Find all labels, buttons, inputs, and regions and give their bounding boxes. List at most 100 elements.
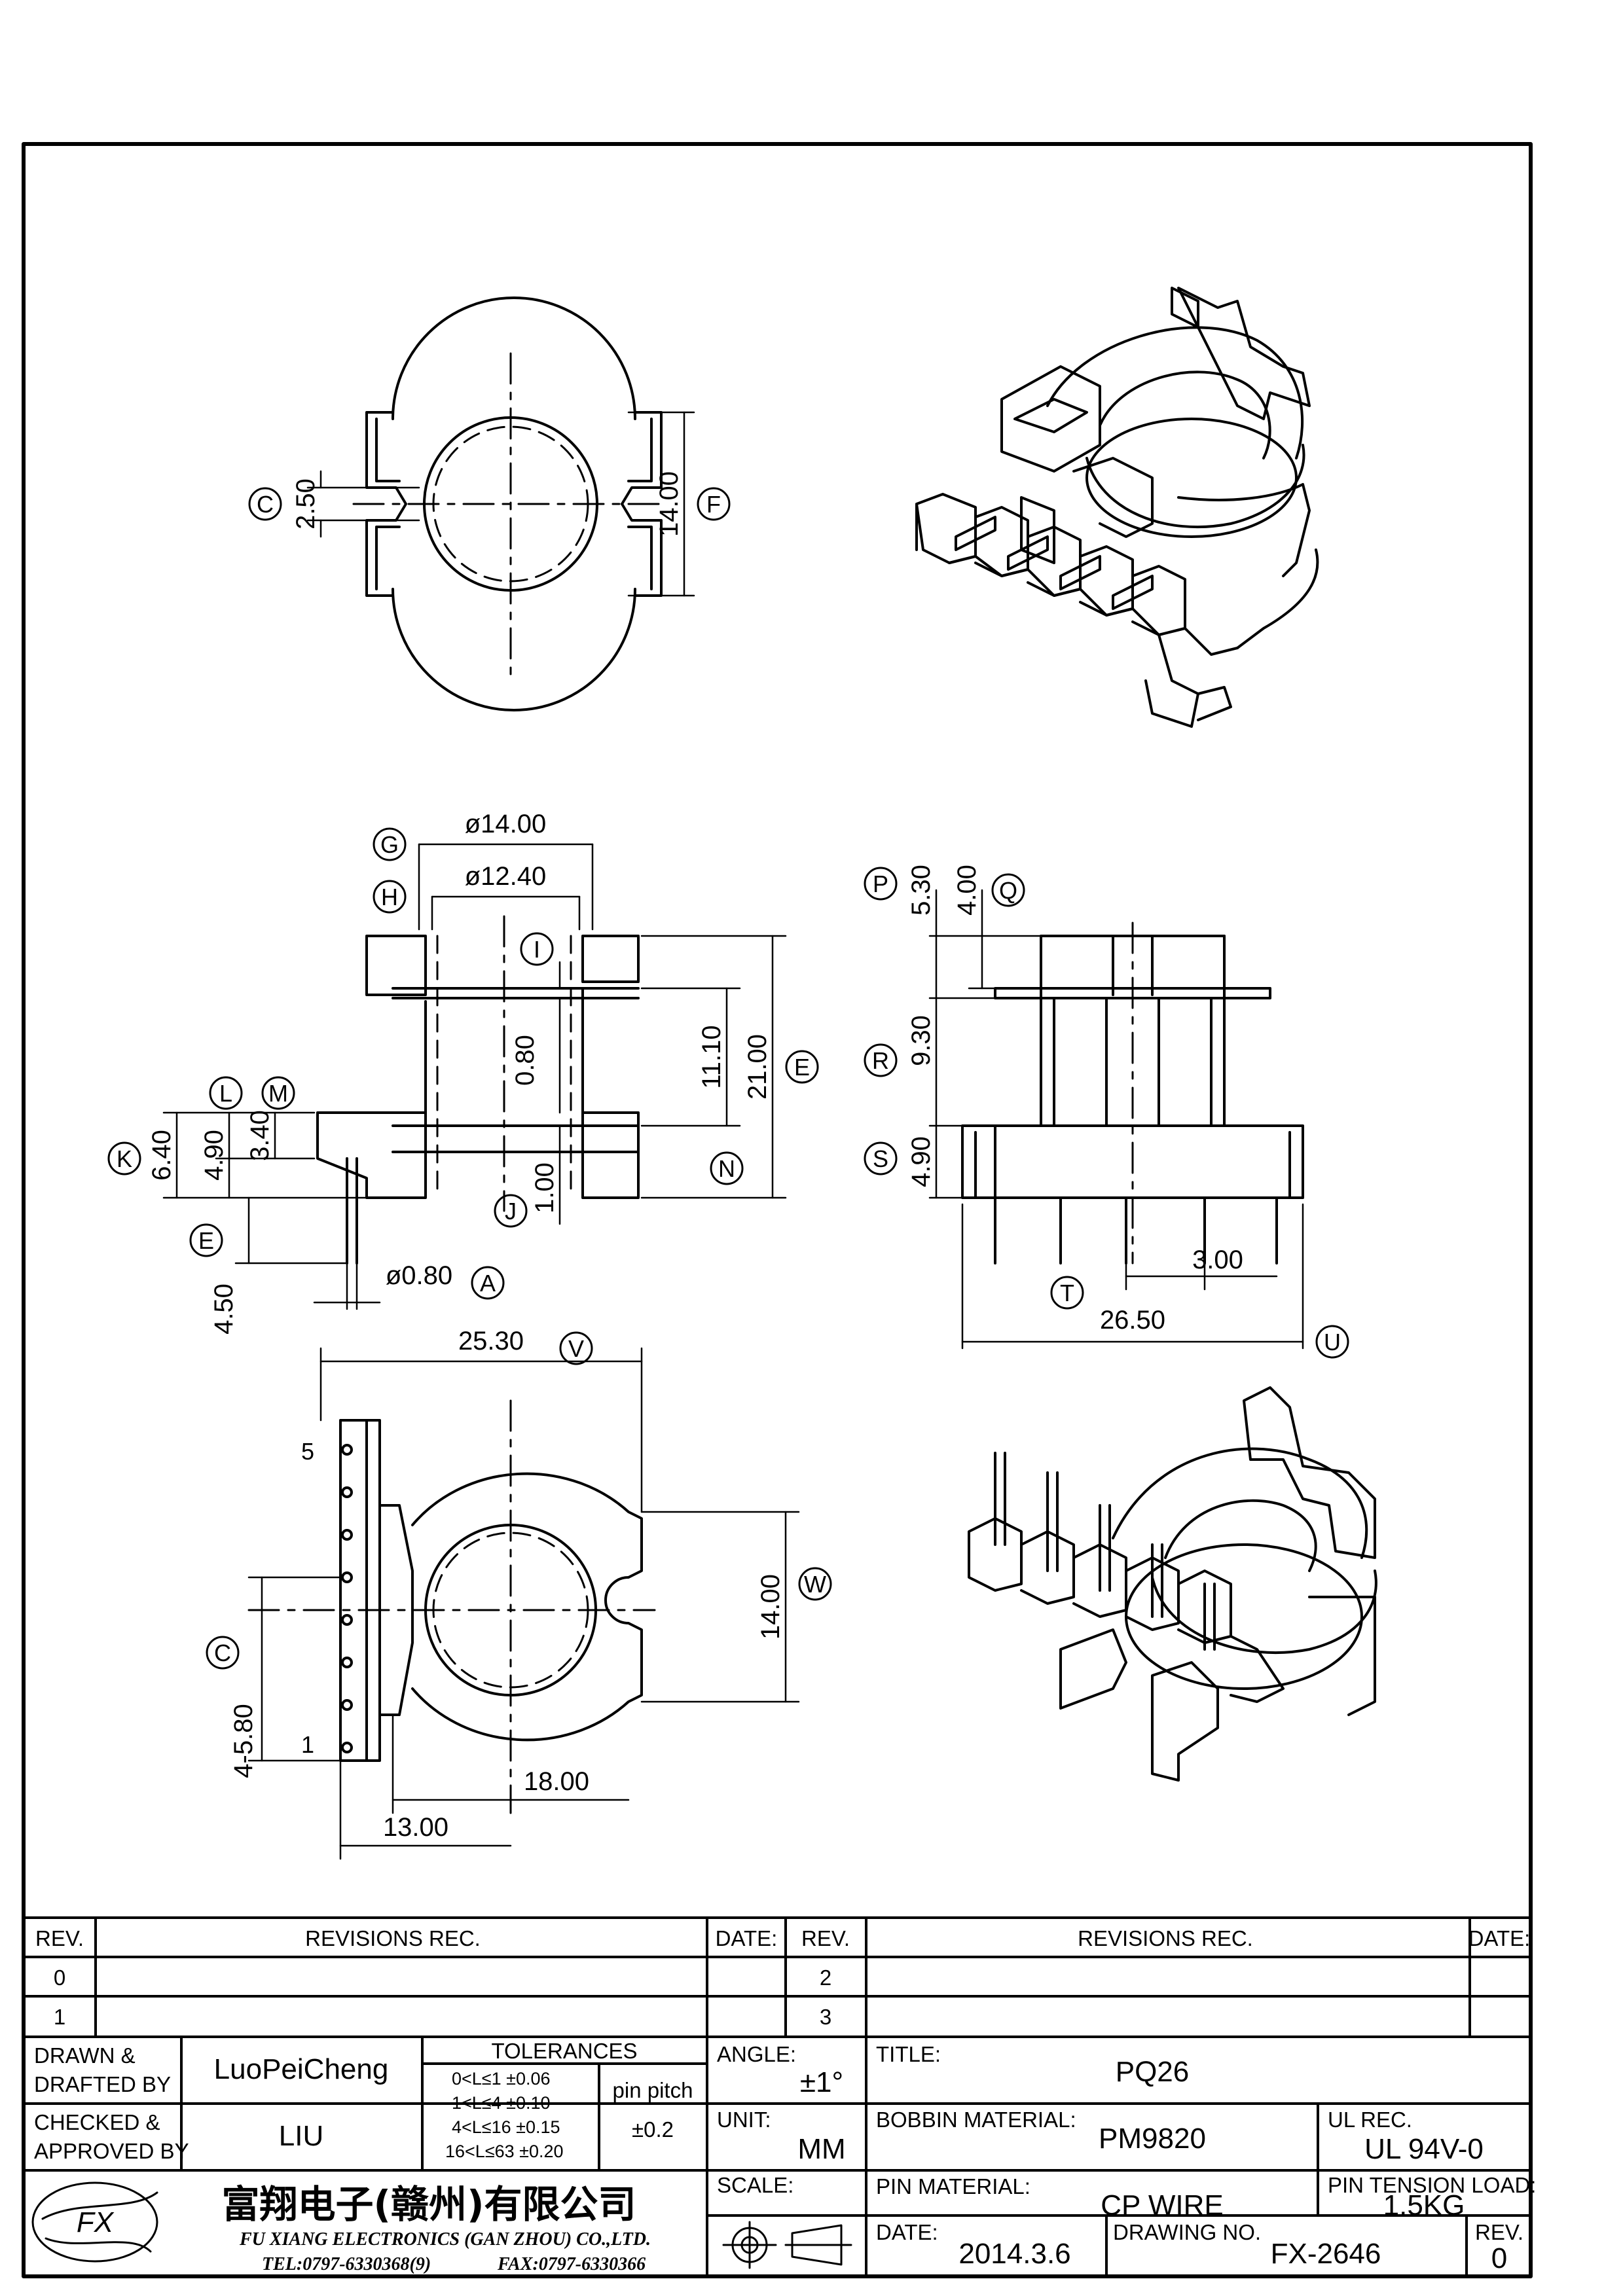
dim-p-value: 5.30 bbox=[907, 865, 936, 916]
marker-v: V bbox=[559, 1331, 593, 1365]
tb-checked-label-1: CHECKED & bbox=[34, 2110, 160, 2134]
svg-text:F: F bbox=[706, 491, 721, 518]
tb-rev-label: REV. bbox=[1475, 2220, 1523, 2244]
tb-pin-pitch-value: ±0.2 bbox=[632, 2117, 674, 2142]
svg-text:K: K bbox=[117, 1145, 132, 1172]
svg-text:P: P bbox=[873, 870, 888, 897]
tb-tolerances-title: TOLERANCES bbox=[491, 2039, 637, 2063]
tb-drawn-label-1: DRAWN & bbox=[34, 2043, 136, 2068]
company-name-en: FU XIANG ELECTRONICS (GAN ZHOU) CO.,LTD. bbox=[239, 2229, 651, 2250]
dim-i-value: 0.80 bbox=[511, 1035, 539, 1086]
svg-text:J: J bbox=[505, 1198, 517, 1225]
dim-pin-length: 4.50 bbox=[210, 1283, 238, 1335]
top-view bbox=[306, 296, 695, 711]
tb-rev-2: 2 bbox=[820, 1965, 831, 1990]
marker-q: Q bbox=[991, 873, 1025, 907]
tb-checked-label-2: APPROVED BY bbox=[34, 2139, 189, 2163]
tb-tol-row-4: 16<L≤63 ±0.20 bbox=[445, 2142, 564, 2161]
tb-checked-value: LIU bbox=[279, 2120, 323, 2152]
marker-w: W bbox=[798, 1567, 832, 1601]
tb-drawn-label-2: DRAFTED BY bbox=[34, 2072, 171, 2096]
tb-rev-value: 0 bbox=[1491, 2242, 1507, 2274]
dim-t-value: 3.00 bbox=[1192, 1246, 1243, 1274]
svg-text:L: L bbox=[219, 1080, 232, 1107]
marker-n: N bbox=[710, 1151, 744, 1185]
dim-h-value: ø12.40 bbox=[465, 862, 547, 891]
tb-ul-value: UL 94V-0 bbox=[1364, 2133, 1484, 2165]
tb-rev-header-left: REV. bbox=[35, 1926, 84, 1950]
marker-p: P bbox=[864, 867, 898, 901]
dim-q-value: 4.00 bbox=[953, 865, 981, 916]
marker-m: M bbox=[261, 1076, 295, 1110]
marker-c: C bbox=[206, 1636, 240, 1670]
dimension-labels: 2.50 14.00 ø14.00 ø12.40 0.80 21.00 11.1… bbox=[147, 471, 1243, 1842]
dim-13-value: 13.00 bbox=[383, 1813, 448, 1842]
tb-angle-value: ±1° bbox=[800, 2066, 843, 2098]
dim-w-value: 14.00 bbox=[756, 1574, 785, 1640]
svg-text:I: I bbox=[534, 936, 540, 963]
dim-18-value: 18.00 bbox=[524, 1767, 589, 1796]
dim-n-value: 11.10 bbox=[697, 1025, 726, 1088]
dim-m-value: 3.40 bbox=[246, 1110, 274, 1161]
dim-u-value: 26.50 bbox=[1100, 1306, 1165, 1335]
tb-pin-material-value: CP WIRE bbox=[1101, 2189, 1223, 2221]
dim-s-value: 4.90 bbox=[907, 1136, 936, 1187]
isometric-view-bottom bbox=[968, 1386, 1377, 1782]
tb-tol-row-2: 1<L≤4 ±0.10 bbox=[452, 2093, 551, 2113]
tb-scale-label: SCALE: bbox=[717, 2173, 793, 2197]
tb-tension-label: PIN TENSION LOAD: bbox=[1328, 2173, 1536, 2197]
isometric-view-top bbox=[915, 287, 1319, 728]
company-logo-text: FX bbox=[77, 2206, 115, 2238]
tb-pin-material-label: PIN MATERIAL: bbox=[876, 2174, 1030, 2198]
tb-unit-label: UNIT: bbox=[717, 2108, 771, 2132]
dim-g-value: ø14.00 bbox=[465, 810, 547, 838]
tb-pin-pitch-label: pin pitch bbox=[613, 2078, 693, 2102]
dim-k-value: 6.40 bbox=[147, 1130, 176, 1181]
tb-tol-row-1: 0<L≤1 ±0.06 bbox=[452, 2069, 551, 2089]
dim-v-value: 25.30 bbox=[458, 1327, 524, 1355]
tb-ul-label: UL REC. bbox=[1328, 2108, 1412, 2132]
tb-tension-value: 1.5KG bbox=[1383, 2189, 1465, 2221]
title-block-text: REV. REVISIONS REC. DATE: REV. REVISIONS… bbox=[34, 1926, 1536, 2274]
marker-d-front: E bbox=[785, 1050, 819, 1084]
marker-g: G bbox=[373, 827, 407, 861]
marker-l: L bbox=[209, 1076, 243, 1110]
svg-text:U: U bbox=[1324, 1329, 1341, 1355]
tb-unit-value: MM bbox=[797, 2133, 845, 2165]
marker-f: F bbox=[697, 487, 731, 521]
dim-d-value: 21.00 bbox=[743, 1034, 772, 1100]
marker-k: K bbox=[107, 1141, 141, 1175]
svg-text:V: V bbox=[568, 1335, 584, 1362]
marker-r: R bbox=[864, 1043, 898, 1077]
company-logo bbox=[31, 2181, 158, 2263]
tb-revisions-header-right: REVISIONS REC. bbox=[1078, 1926, 1253, 1950]
side-view bbox=[928, 889, 1304, 1350]
svg-text:G: G bbox=[380, 831, 399, 858]
dim-a-value: ø0.80 bbox=[386, 1261, 452, 1290]
marker-h: H bbox=[373, 880, 407, 914]
tb-angle-label: ANGLE: bbox=[717, 2042, 796, 2066]
tb-drawing-no-label: DRAWING NO. bbox=[1113, 2220, 1261, 2244]
tb-date-value: 2014.3.6 bbox=[958, 2238, 1070, 2270]
tb-rev-1: 1 bbox=[54, 2005, 65, 2029]
company-name-cn: 富翔电子(赣州)有限公司 bbox=[221, 2182, 636, 2227]
marker-s: S bbox=[864, 1141, 898, 1175]
tb-bobbin-value: PM9820 bbox=[1099, 2123, 1206, 2155]
tb-title-label: TITLE: bbox=[876, 2042, 941, 2066]
marker-i: I bbox=[520, 932, 554, 966]
company-fax: FAX:0797-6330366 bbox=[497, 2254, 646, 2274]
dim-c-value: 4-5.80 bbox=[229, 1704, 258, 1778]
drawing-frame bbox=[22, 142, 1533, 2278]
svg-text:C: C bbox=[214, 1640, 231, 1666]
tb-rev-header-right: REV. bbox=[801, 1926, 850, 1950]
marker-t: T bbox=[1050, 1276, 1084, 1310]
dim-f-value: 14.00 bbox=[655, 471, 684, 537]
title-block bbox=[22, 1916, 1532, 2278]
svg-text:R: R bbox=[872, 1047, 889, 1074]
marker-a: A bbox=[471, 1266, 505, 1300]
marker-e: C bbox=[248, 487, 282, 521]
bottom-view bbox=[247, 1347, 800, 1860]
dim-e-value: 2.50 bbox=[291, 478, 320, 529]
tb-bobbin-label: BOBBIN MATERIAL: bbox=[876, 2108, 1076, 2132]
